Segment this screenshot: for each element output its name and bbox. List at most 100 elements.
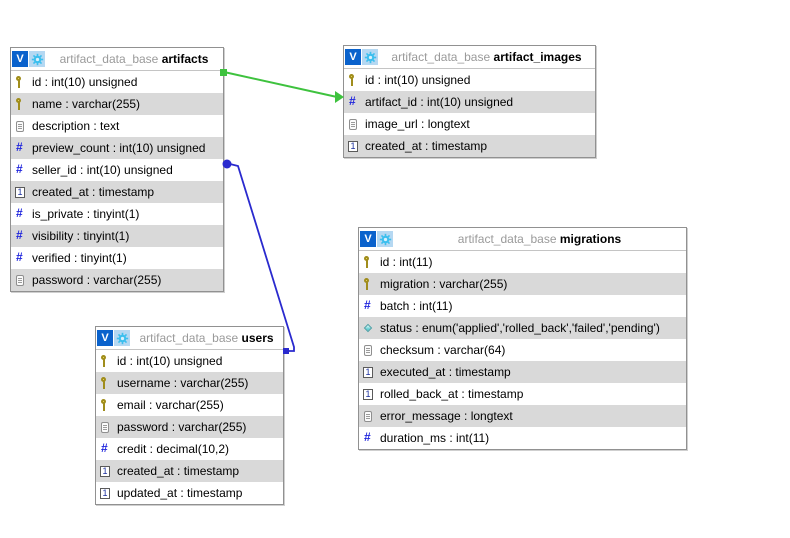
relation-line[interactable]: [223, 71, 338, 98]
column-row[interactable]: verified : tinyint(1): [11, 247, 223, 269]
table-header[interactable]: V artifact_data_base migrations: [359, 228, 686, 251]
column-row[interactable]: batch : int(11): [359, 295, 686, 317]
column-definition: password : varchar(255): [117, 420, 247, 434]
toggle-columns-button[interactable]: V: [360, 231, 376, 247]
column-definition: artifact_id : int(10) unsigned: [365, 95, 514, 109]
table-title: artifact_data_base artifact_images: [378, 50, 595, 64]
column-row[interactable]: id : int(10) unsigned: [344, 69, 595, 91]
column-definition: batch : int(11): [380, 299, 453, 313]
toggle-columns-button[interactable]: V: [345, 49, 361, 65]
column-row[interactable]: id : int(10) unsigned: [96, 350, 283, 372]
column-definition: id : int(10) unsigned: [117, 354, 223, 368]
column-row[interactable]: id : int(10) unsigned: [11, 71, 223, 93]
column-definition: visibility : tinyint(1): [32, 229, 130, 243]
column-row[interactable]: visibility : tinyint(1): [11, 225, 223, 247]
column-row[interactable]: preview_count : int(10) unsigned: [11, 137, 223, 159]
column-row[interactable]: checksum : varchar(64): [359, 339, 686, 361]
column-row[interactable]: executed_at : timestamp: [359, 361, 686, 383]
number-column-icon: [14, 229, 27, 243]
key-column-icon: [99, 354, 112, 368]
table-title: artifact_data_base users: [130, 331, 283, 345]
relation-artifacts-artifact_images[interactable]: [220, 69, 344, 103]
number-column-icon: [362, 431, 375, 445]
table-header[interactable]: V artifact_data_base artifacts: [11, 48, 223, 71]
column-definition: checksum : varchar(64): [380, 343, 506, 357]
table-options-button[interactable]: [377, 231, 393, 247]
datetime-column-icon: [362, 366, 375, 379]
text-column-icon: [347, 118, 360, 131]
toggle-columns-button[interactable]: V: [97, 330, 113, 346]
column-definition: id : int(11): [380, 255, 433, 269]
column-definition: description : text: [32, 119, 120, 133]
column-row[interactable]: credit : decimal(10,2): [96, 438, 283, 460]
column-row[interactable]: created_at : timestamp: [96, 460, 283, 482]
table-users[interactable]: V artifact_data_base users id : int(10) …: [95, 326, 284, 505]
column-row[interactable]: image_url : longtext: [344, 113, 595, 135]
table-header[interactable]: V artifact_data_base artifact_images: [344, 46, 595, 69]
key-column-icon: [14, 97, 27, 111]
key-column-icon: [99, 398, 112, 412]
column-row[interactable]: created_at : timestamp: [11, 181, 223, 203]
column-row[interactable]: seller_id : int(10) unsigned: [11, 159, 223, 181]
column-row[interactable]: name : varchar(255): [11, 93, 223, 115]
column-definition: preview_count : int(10) unsigned: [32, 141, 206, 155]
table-name: migrations: [559, 232, 622, 246]
column-row[interactable]: username : varchar(255): [96, 372, 283, 394]
number-column-icon: [14, 163, 27, 177]
table-header[interactable]: V artifact_data_base users: [96, 327, 283, 350]
column-row[interactable]: error_message : longtext: [359, 405, 686, 427]
column-definition: status : enum('applied','rolled_back','f…: [380, 321, 660, 335]
enum-column-icon: [362, 322, 375, 335]
table-name: artifacts: [161, 52, 209, 66]
gear-icon: [379, 233, 391, 245]
datetime-column-icon: [362, 388, 375, 401]
column-definition: image_url : longtext: [365, 117, 470, 131]
column-definition: name : varchar(255): [32, 97, 141, 111]
column-row[interactable]: password : varchar(255): [11, 269, 223, 291]
column-row[interactable]: migration : varchar(255): [359, 273, 686, 295]
column-row[interactable]: rolled_back_at : timestamp: [359, 383, 686, 405]
columns-list: id : int(10) unsigned name : varchar(255…: [11, 71, 223, 291]
toggle-columns-button[interactable]: V: [12, 51, 28, 67]
number-column-icon: [99, 442, 112, 456]
relation-line[interactable]: [225, 162, 295, 352]
datetime-column-icon: [14, 186, 27, 199]
column-row[interactable]: created_at : timestamp: [344, 135, 595, 157]
column-row[interactable]: duration_ms : int(11): [359, 427, 686, 449]
key-column-icon: [14, 75, 27, 89]
column-definition: created_at : timestamp: [117, 464, 240, 478]
number-column-icon: [14, 141, 27, 155]
table-artifact-images[interactable]: V artifact_data_base artifact_images id …: [343, 45, 596, 158]
column-row[interactable]: artifact_id : int(10) unsigned: [344, 91, 595, 113]
database-name: artifact_data_base: [139, 331, 239, 345]
column-definition: id : int(10) unsigned: [365, 73, 471, 87]
column-row[interactable]: status : enum('applied','rolled_back','f…: [359, 317, 686, 339]
table-migrations[interactable]: V artifact_data_base migrations id : int…: [358, 227, 687, 450]
text-column-icon: [99, 421, 112, 434]
column-definition: executed_at : timestamp: [380, 365, 511, 379]
table-title: artifact_data_base artifacts: [45, 52, 223, 66]
table-artifacts[interactable]: V artifact_data_base artifacts id : int(…: [10, 47, 224, 292]
table-name: users: [241, 331, 274, 345]
column-definition: password : varchar(255): [32, 273, 162, 287]
table-options-button[interactable]: [362, 49, 378, 65]
column-row[interactable]: password : varchar(255): [96, 416, 283, 438]
datetime-column-icon: [347, 140, 360, 153]
key-column-icon: [362, 255, 375, 269]
table-options-button[interactable]: [114, 330, 130, 346]
column-row[interactable]: description : text: [11, 115, 223, 137]
datetime-column-icon: [99, 465, 112, 478]
column-row[interactable]: email : varchar(255): [96, 394, 283, 416]
relation-artifacts-users[interactable]: [222, 159, 295, 355]
column-definition: username : varchar(255): [117, 376, 249, 390]
datetime-column-icon: [99, 487, 112, 500]
text-column-icon: [362, 344, 375, 357]
column-row[interactable]: id : int(11): [359, 251, 686, 273]
column-row[interactable]: updated_at : timestamp: [96, 482, 283, 504]
table-name: artifact_images: [493, 50, 582, 64]
column-definition: rolled_back_at : timestamp: [380, 387, 524, 401]
column-definition: seller_id : int(10) unsigned: [32, 163, 173, 177]
column-row[interactable]: is_private : tinyint(1): [11, 203, 223, 225]
column-definition: id : int(10) unsigned: [32, 75, 138, 89]
table-options-button[interactable]: [29, 51, 45, 67]
